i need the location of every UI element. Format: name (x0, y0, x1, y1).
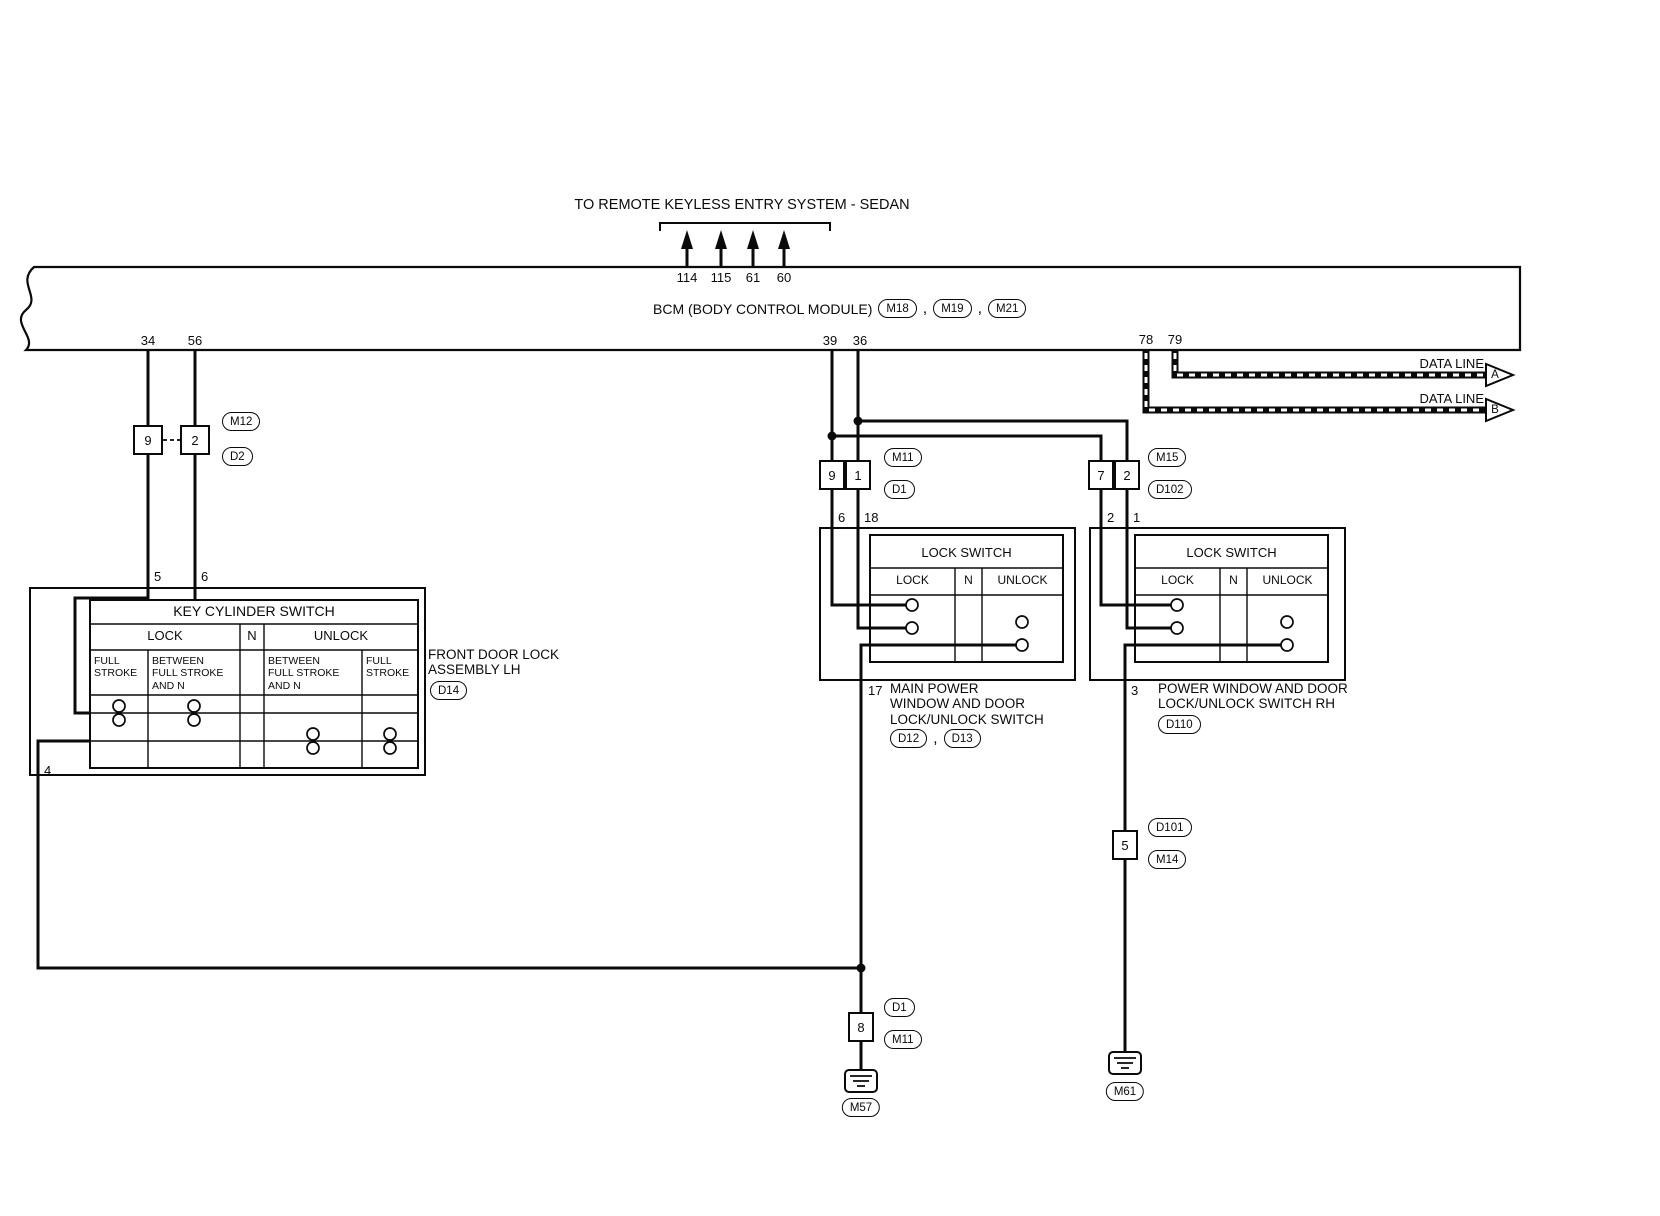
connector-label-d13: D13 (943, 729, 981, 748)
kcs-pin-5: 5 (154, 569, 162, 584)
connector-label-d2: D2 (222, 447, 253, 466)
junction-dots (827, 416, 866, 973)
bcm-pin-56: 56 (187, 333, 203, 348)
connector-pin-box-7: 7 (1088, 460, 1114, 490)
rh-switch-name: POWER WINDOW AND DOOR LOCK/UNLOCK SWITCH… (1158, 681, 1348, 712)
data-line-a-label: DATA LINE (1419, 356, 1484, 371)
main-switch-connector-row: D12 , D13 (890, 729, 981, 748)
connector-label-d110: D110 (1158, 715, 1201, 734)
bcm-pin-36: 36 (852, 333, 868, 348)
comma: , (933, 729, 938, 747)
kcs-sub-lock-full-stroke: FULL STROKE (94, 655, 138, 680)
rh-switch-pin-3: 3 (1131, 683, 1139, 698)
rh-switch-table-title: LOCK SWITCH (1186, 545, 1277, 560)
connector-label-m11-bottom: M11 (884, 1030, 922, 1049)
main-switch-name: MAIN POWER WINDOW AND DOOR LOCK/UNLOCK S… (890, 681, 1044, 727)
ground-symbol-right (1108, 1051, 1142, 1075)
main-switch-col-unlock: UNLOCK (997, 573, 1048, 587)
bcm-pin-61: 61 (745, 270, 761, 285)
bcm-connector-m21: M21 (988, 299, 1027, 318)
rh-switch-pin-1: 1 (1133, 510, 1141, 525)
comma: , (977, 299, 983, 317)
ground-symbol-left (844, 1069, 878, 1093)
bcm-pin-34: 34 (140, 333, 156, 348)
data-line-arrowheads (1485, 362, 1516, 423)
main-switch-pin-6: 6 (838, 510, 846, 525)
rh-switch-col-unlock: UNLOCK (1262, 573, 1313, 587)
kcs-col-lock: LOCK (147, 628, 183, 643)
bcm-label: BCM (BODY CONTROL MODULE) (653, 300, 873, 317)
main-switch-box (819, 527, 1076, 681)
keyless-entry-title: TO REMOTE KEYLESS ENTRY SYSTEM - SEDAN (574, 197, 910, 213)
bcm-pin-60: 60 (776, 270, 792, 285)
connector-pin-box-9b: 9 (819, 460, 845, 490)
connector-label-m11: M11 (884, 448, 922, 467)
switch-contacts (112, 598, 1294, 755)
ground-label-m57: M57 (841, 1098, 881, 1117)
connector-pin-box-1: 1 (845, 460, 871, 490)
kcs-pin-4: 4 (44, 763, 52, 778)
connector-label-d12: D12 (890, 729, 928, 748)
bcm-connector-m19: M19 (933, 299, 972, 318)
connector-label-m15: M15 (1148, 448, 1187, 467)
connector-pin-box-8: 8 (848, 1012, 874, 1042)
connector-pin-box-5: 5 (1112, 830, 1138, 860)
data-line-wires (1142, 350, 1486, 414)
key-cylinder-box (29, 587, 426, 776)
connector-pin-box-2: 2 (180, 425, 210, 455)
data-line-b-label: DATA LINE (1419, 391, 1484, 406)
bcm-box-outline (19, 265, 1522, 352)
connector-pin-box-2b: 2 (1114, 460, 1140, 490)
bcm-pin-79: 79 (1167, 332, 1183, 347)
rh-switch-box (1089, 527, 1346, 681)
main-switch-col-n: N (964, 573, 973, 587)
kcs-col-unlock: UNLOCK (313, 628, 369, 643)
connector-label-d1: D1 (884, 480, 915, 499)
bcm-pin-39: 39 (822, 333, 838, 348)
bcm-pin-115: 115 (710, 270, 732, 285)
rh-switch-col-n: N (1229, 573, 1238, 587)
bcm-pin-114: 114 (676, 270, 698, 285)
connector-label-d101: D101 (1148, 818, 1192, 837)
bcm-pin-78: 78 (1138, 332, 1154, 347)
connector-label-d102: D102 (1148, 480, 1192, 499)
comma: , (922, 299, 928, 317)
connector-label-d1-bottom: D1 (884, 998, 915, 1017)
rh-switch-pin-2: 2 (1107, 510, 1115, 525)
wires (36, 350, 1281, 1070)
ground-label-m61: M61 (1105, 1082, 1145, 1101)
kcs-pin-6: 6 (201, 569, 209, 584)
main-switch-pin-17: 17 (868, 683, 883, 698)
main-switch-col-lock: LOCK (896, 573, 929, 587)
connector-pin-box-9: 9 (133, 425, 163, 455)
kcs-sub-unlock-full-stroke: FULL STROKE (366, 655, 410, 680)
data-line-a-letter: A (1491, 369, 1499, 381)
kcs-sub-unlock-between: BETWEEN FULL STROKE AND N (268, 655, 340, 692)
keyless-arrowheads (681, 230, 790, 249)
connector-label-m12: M12 (222, 412, 261, 431)
kcs-table-title: KEY CYLINDER SWITCH (173, 603, 335, 619)
rh-switch-col-lock: LOCK (1161, 573, 1194, 587)
kcs-col-n: N (247, 628, 257, 643)
keyless-arrows (659, 222, 831, 267)
main-switch-pin-18: 18 (864, 510, 879, 525)
main-switch-table-title: LOCK SWITCH (921, 545, 1012, 560)
bcm-connector-m18: M18 (878, 299, 917, 318)
connector-label-d14: D14 (430, 681, 468, 700)
connector-label-m14: M14 (1148, 850, 1187, 869)
front-door-lock-assembly-label: FRONT DOOR LOCK ASSEMBLY LH (428, 647, 560, 678)
kcs-sub-lock-between: BETWEEN FULL STROKE AND N (152, 655, 224, 692)
data-line-b-letter: B (1491, 404, 1499, 416)
bcm-label-row: BCM (BODY CONTROL MODULE) M18 , M19 , M2… (653, 299, 1027, 318)
